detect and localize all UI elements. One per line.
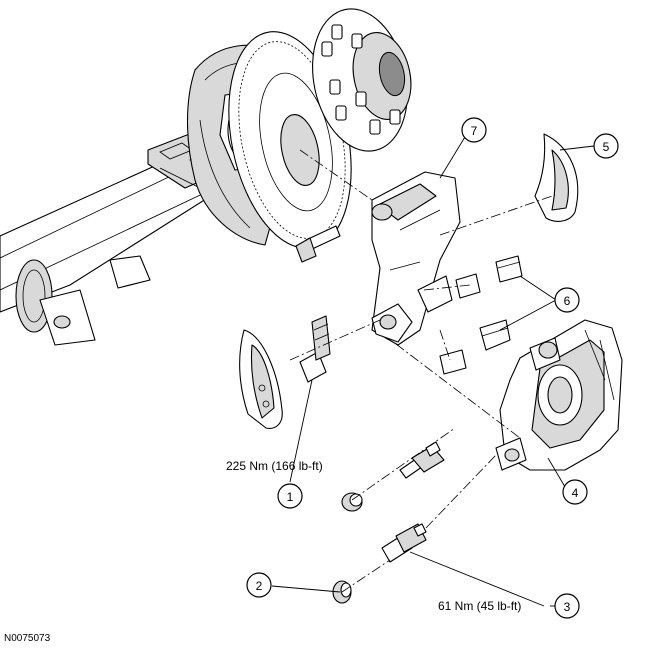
- callout-2-number: 2: [256, 579, 263, 593]
- callout-7-number: 7: [471, 124, 478, 138]
- callout-5: 5: [593, 133, 619, 159]
- callout-3: 3: [554, 593, 580, 619]
- loose-bolt: [295, 225, 341, 263]
- callout-3-number: 3: [564, 600, 571, 614]
- callout-1-number: 1: [287, 490, 294, 504]
- callout-2: 2: [246, 572, 272, 598]
- wheel-hub: [312, 8, 412, 152]
- callout-4-number: 4: [572, 486, 579, 500]
- leader-lines: [271, 131, 595, 607]
- caliper-anchor-bracket: [371, 171, 461, 346]
- callout-7: 7: [461, 117, 487, 143]
- callout-1: 1: [277, 483, 303, 509]
- callout-4: 4: [562, 479, 588, 505]
- figure-id: N0075073: [4, 633, 51, 644]
- dust-cap-upper: [341, 492, 363, 512]
- callout-6: 6: [554, 287, 580, 313]
- torque-spec-bracket-bolt: 225 Nm (166 lb-ft): [226, 459, 323, 473]
- callout-5-number: 5: [603, 140, 610, 154]
- guide-pin-bolt: [381, 523, 427, 563]
- brake-caliper: [495, 319, 623, 471]
- wheel-studs: [321, 24, 401, 135]
- guide-pin-upper: [399, 441, 445, 479]
- callout-6-number: 6: [564, 294, 571, 308]
- bracket-bolt: [299, 315, 331, 383]
- torque-spec-pin-bolt: 61 Nm (45 lb-ft): [438, 599, 521, 613]
- assembly-centerlines: [289, 149, 556, 593]
- brake-pad-outboard: [534, 133, 579, 222]
- brake-pad-inboard: [239, 329, 283, 429]
- pad-clips: [439, 255, 523, 375]
